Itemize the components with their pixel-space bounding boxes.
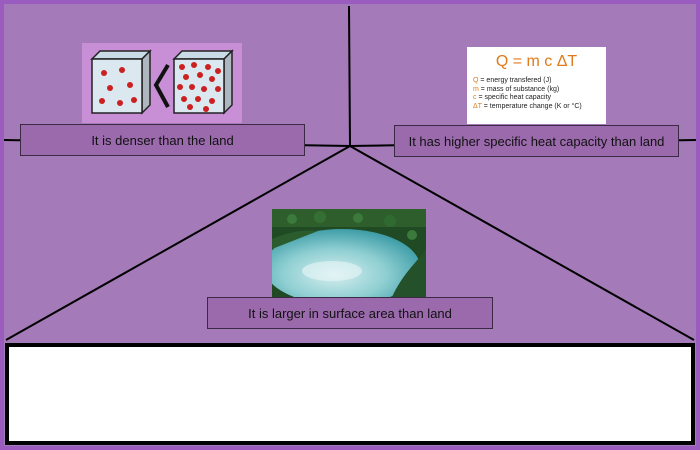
formula-title: Q = m c ΔT: [495, 53, 578, 70]
caption-surface-area: It is larger in surface area than land: [207, 297, 493, 329]
legend-row: m = mass of substance (kg): [473, 85, 560, 93]
caption-density: It is denser than the land: [20, 124, 305, 156]
answer-text-box[interactable]: [5, 343, 695, 445]
formula-legend: Q = energy transfered (J) m = mass of su…: [473, 77, 582, 111]
legend-row: c = specific heat capacity: [473, 94, 552, 101]
density-cubes-icon: [82, 43, 242, 123]
formula-image: Q = m c ΔT Q = energy transfered (J) m =…: [467, 47, 606, 124]
caption-heat-capacity: It has higher specific heat capacity tha…: [394, 125, 679, 157]
legend-row: ΔT = temperature change (K or °C): [473, 102, 582, 110]
legend-row: Q = energy transfered (J): [473, 77, 552, 84]
lake-photo: [272, 209, 426, 297]
